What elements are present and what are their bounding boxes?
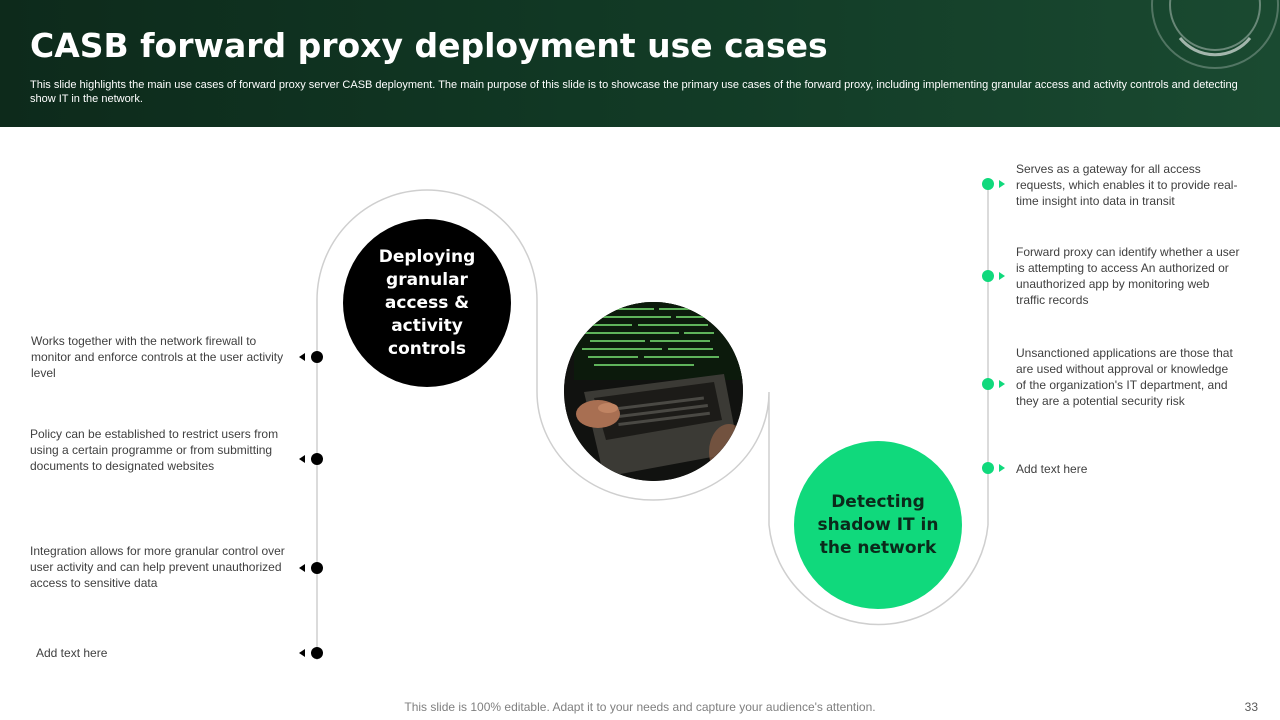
right-marker-1 (982, 178, 1005, 190)
left-marker-1 (299, 351, 323, 363)
right-marker-3 (982, 378, 1005, 390)
left-marker-3 (299, 562, 323, 574)
right-item-4: Add text here (1016, 462, 1088, 476)
left-item-1: Works together with the network firewall… (31, 334, 284, 380)
shadow-it-label: Detecting shadow IT in the network (817, 491, 939, 558)
right-item-2: Forward proxy can identify whether a use… (1016, 245, 1240, 307)
granular-access-circle: Deploying granular access & activity con… (343, 219, 511, 387)
page-title: CASB forward proxy deployment use cases (30, 26, 828, 65)
laptop-hacker-image (564, 302, 743, 481)
right-item-3: Unsanctioned applications are those that… (1016, 346, 1233, 408)
decorative-rings-icon (1151, 0, 1279, 69)
left-item-4: Add text here (36, 646, 108, 660)
left-item-2: Policy can be established to restrict us… (30, 427, 279, 473)
right-item-1: Serves as a gateway for all access reque… (1016, 162, 1238, 208)
left-marker-2 (299, 453, 323, 465)
shadow-it-circle: Detecting shadow IT in the network (794, 441, 962, 609)
right-marker-4 (982, 462, 1005, 474)
left-item-3: Integration allows for more granular con… (30, 544, 285, 590)
left-marker-4 (299, 647, 323, 659)
footer-note: This slide is 100% editable. Adapt it to… (404, 700, 876, 714)
right-marker-2 (982, 270, 1005, 282)
laptop-hacker-icon (564, 302, 743, 481)
header-banner: CASB forward proxy deployment use cases … (0, 0, 1280, 127)
granular-access-label: Deploying granular access & activity con… (378, 246, 476, 359)
page-number: 33 (1244, 700, 1258, 714)
page-subtitle: This slide highlights the main use cases… (30, 79, 1238, 105)
